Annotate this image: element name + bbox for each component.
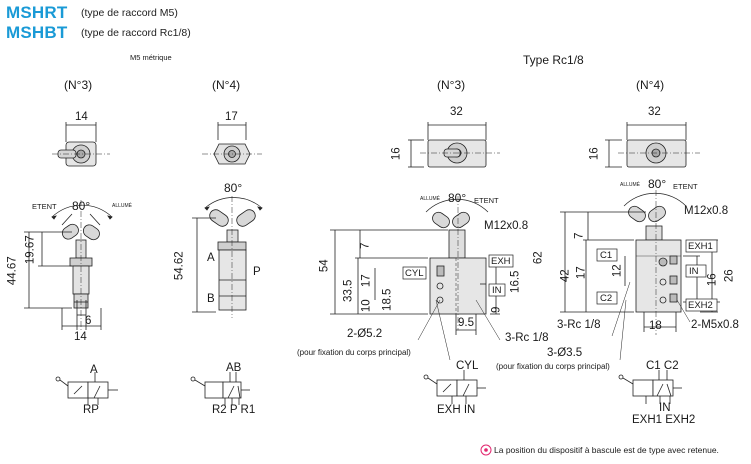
thread-m5: 2-M5x0.8 [691,319,739,331]
dim-height-17-a: 17 [360,274,373,288]
port-label-b: B [207,293,215,305]
dim-width-32-a: 32 [450,106,463,118]
symbol-2-bottom: R2 P R1 [212,404,256,416]
port-box-c2: C2 [600,293,613,304]
hole-spec-52: 2-Ø5.2 [347,328,383,340]
port-box-exh1: EXH1 [688,241,713,252]
view-3-side [330,196,501,361]
view-1-top [52,122,110,167]
model-name-mshbt: MSHBT [6,23,68,42]
port-label-a: A [207,252,215,264]
symbol-3-top: CYL [456,360,479,372]
symbol-1-bottom: RP [83,404,99,416]
dim-height-26: 26 [723,269,736,283]
port-box-exh: EXH [491,256,511,267]
dim-height-16-a: 16 [390,147,403,161]
state-allume-3: ALLUMÉ [620,182,641,188]
angle-80-3: 80° [448,191,467,205]
view-2-symbol [190,372,250,405]
dim-height-7-a: 7 [359,242,372,249]
thread-m12-b: M12x0.8 [684,205,729,217]
angle-80-1: 80° [72,199,91,213]
section-label-m5: M5 métrique [130,53,172,62]
view-2-side [192,196,263,318]
view-label-2: (N°4) [212,78,241,92]
port-boxes [402,239,718,312]
dim-height-16-b: 16 [588,147,601,161]
port-box-in: IN [492,285,502,296]
dim-height-5462: 54.62 [173,251,186,281]
view-4-top [605,122,700,168]
view-label-3: (N°3) [437,78,466,92]
view-4-side [560,190,720,361]
dim-width-18: 18 [649,320,662,332]
section-label-rc: Type Rc1/8 [523,53,584,67]
fixing-note-2: (pour fixation du corps principal) [496,362,610,371]
dim-width-14-bottom: 14 [74,331,87,343]
dim-width-17: 17 [225,111,238,123]
dim-width-14: 14 [75,111,88,123]
dim-height-12: 12 [611,264,624,278]
dim-width-95: 9.5 [458,317,474,329]
port-label-p: P [253,266,261,278]
hole-spec-35: 3-Ø3.5 [547,347,583,359]
dim-height-54: 54 [318,259,331,273]
angle-80-4: 80° [648,177,667,191]
dim-height-17-b: 17 [575,266,588,280]
model-name-mshrt: MSHRT [6,3,68,22]
port-box-exh2: EXH2 [688,300,713,311]
dim-height-16-right: 16 [706,273,719,287]
symbol-3-bottom: EXH IN [437,404,476,416]
dim-height-185: 18.5 [381,288,394,311]
port-box-in-2: IN [689,266,699,277]
dim-height-4467: 44.67 [6,256,19,286]
dim-height-42: 42 [559,269,572,283]
symbol-1-top: A [90,364,98,376]
dim-height-10: 10 [360,299,373,313]
dim-height-62: 62 [532,251,545,265]
symbol-4-bottom-in: IN [659,402,671,414]
view-4-symbol [618,370,682,404]
dim-width-32-b: 32 [648,106,661,118]
dim-height-9: 9 [490,306,503,313]
state-allume-2: ALLUMÉ [420,196,441,202]
state-etent-1: ETENT [32,202,57,211]
port-spec-rc18-b: 3-Rc 1/8 [557,319,601,331]
thread-m12-a: M12x0.8 [484,220,529,232]
port-spec-rc18-a: 3-Rc 1/8 [505,332,549,344]
dim-height-1967: 19.67 [24,235,37,265]
symbol-4-bottom-exh: EXH1 EXH2 [632,414,696,426]
view-3-symbol [423,370,486,404]
caution-icon [480,444,492,456]
symbol-2-top: AB [226,362,242,374]
dim-height-335: 33.5 [342,279,355,302]
fixing-note-1: (pour fixation du corps principal) [297,348,411,357]
port-box-cyl: CYL [405,268,424,279]
symbol-4-top: C1 C2 [646,360,679,372]
model-desc-mshrt: (type de raccord M5) [81,7,178,19]
angle-80-2: 80° [224,181,243,195]
dim-height-7-b: 7 [573,232,586,239]
model-desc-mshbt: (type de raccord Rc1/8) [81,27,191,39]
port-box-c1: C1 [600,250,613,261]
state-etent-3: ETENT [673,182,698,191]
view-1-side [24,200,113,330]
dim-width-6: 6 [85,315,92,327]
view-1-symbol [55,372,118,405]
view-label-1: (N°3) [64,78,93,92]
view-2-top [202,122,262,165]
footnote-text: La position du dispositif à bascule est … [494,445,719,455]
view-3-top [408,122,500,168]
state-allume-1: ALLUMÉ [112,203,133,209]
state-etent-2: ETENT [474,196,499,205]
view-label-4: (N°4) [636,78,665,92]
dim-height-165: 16.5 [509,270,522,293]
